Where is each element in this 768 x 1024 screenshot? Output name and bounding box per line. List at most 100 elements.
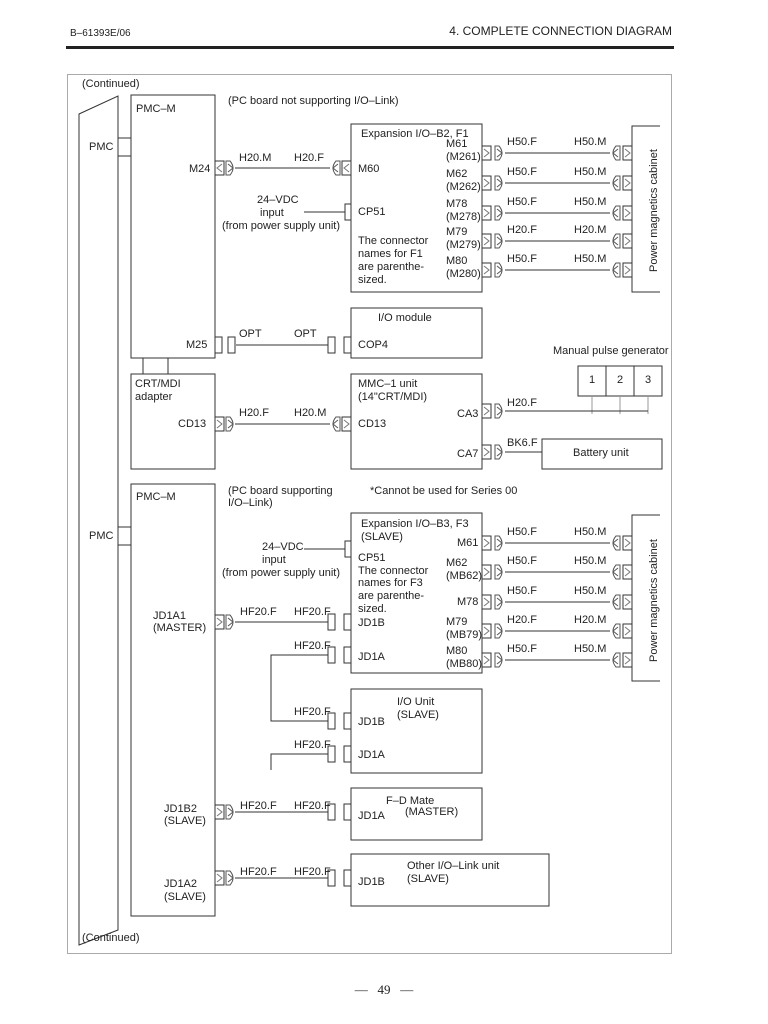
jd-receptacle-icon [214,614,225,630]
b2-port-alt: (M279) [446,239,481,251]
ca3-cable: H20.F [507,397,537,409]
cabinet-receptacle-icon-chevron [624,178,631,188]
other-unit-jd1b-label: JD1B [358,876,385,888]
b2-cable-left: H50.F [507,166,537,178]
other-unit-box [350,853,550,907]
cable-plug-icon [494,233,503,249]
pmc-m-box-bottom [130,483,216,917]
continued-top: (Continued) [82,78,140,90]
b3-cable-left: H50.F [507,555,537,567]
jd1a2-label-1: JD1A2 [164,878,198,890]
mmc-cd13-receptacle-icon [341,416,352,432]
b3-port-alt: (MB80) [446,658,483,670]
jd1a2-cable-right: HF20.F [294,866,331,878]
cabinet-receptacle-icon [622,652,633,668]
port-receptacle-icon [481,652,492,668]
jd-connector-icon [343,613,352,631]
mpg-cell-3: 3 [645,374,652,386]
document-id: B–61393E/06 [70,28,131,39]
b3-jd1a-cable: HF20.F [294,640,331,652]
cabinet-receptacle-icon [622,623,633,639]
b2-cable-right: H50.M [574,253,607,265]
ca7-plug-icon [494,444,503,460]
opt-left: OPT [239,328,262,340]
continued-bottom: (Continued) [82,932,140,944]
hf20-plug-icon [327,869,336,887]
opt-right: OPT [294,328,317,340]
b3-cable-left: H50.F [507,585,537,597]
mpg-cell-2: 2 [617,374,624,386]
cable-plug-icon [494,535,503,551]
crt-cd13-label: CD13 [178,418,207,430]
jd1b2-cable-left: HF20.F [240,800,277,812]
cop4-connector-icon [343,336,352,354]
port-receptacle-icon [481,205,492,221]
cop4-label: COP4 [358,339,388,351]
b3-cable-right: H20.M [574,614,607,626]
b3-cable-right: H50.M [574,555,607,567]
b3-port-name: M62 [446,557,468,569]
port-receptacle-icon [481,233,492,249]
b3-jd1b-label: JD1B [358,617,385,629]
pc-board-note-top: (PC board not supporting I/O–Link) [228,95,399,107]
b3-cable-left: H20.F [507,614,537,626]
io-unit-jd1b-cable: HF20.F [294,706,331,718]
jd1a1-cable-left: HF20.F [240,606,277,618]
m24-receptacle-icon [214,160,225,176]
f3-note-3: are parenthe- [358,590,425,602]
io-unit-box [350,688,483,774]
port-receptacle-icon-chevron [483,538,490,548]
crt-adapter-box [130,373,216,470]
b2-cable-left: H50.F [507,136,537,148]
cd13-receptacle-icon [214,416,225,432]
jd1a1-label-2: (MASTER) [153,622,207,634]
cabinet-receptacle-icon-chevron [624,236,631,246]
b3-port-name: M79 [446,616,468,628]
io-unit-jd1b-label: JD1B [358,716,385,728]
b3-port-name: M61 [457,537,479,549]
jd-receptacle-icon [214,804,225,820]
jd-connector-icon [343,869,352,887]
jd-connector-icon [343,803,352,821]
jd1b2-cable-right: HF20.F [294,800,331,812]
m60-label: M60 [358,163,380,175]
mpg-cell-1: 1 [589,374,596,386]
vdc-line-2-bottom: input [262,554,286,566]
f1-note-2: names for F1 [358,248,423,260]
m24-cable-right: H20.F [294,152,324,164]
b3-cable-left: H50.F [507,643,537,655]
cp51-label: CP51 [358,206,386,218]
jd-plug-icon [225,870,234,886]
b2-port-alt: (M280) [446,268,481,280]
jd-plug-icon [225,614,234,630]
port-receptacle-icon-chevron [483,148,490,158]
b2-cable-right: H50.M [574,166,607,178]
cd13-cable-left: H20.F [239,407,269,419]
page-number: — 49 — [0,982,768,998]
b3-cable-right: H50.M [574,643,607,655]
crt-adapter-line-1: CRT/MDI [135,378,181,390]
f1-note-1: The connector [358,235,429,247]
cd13-plug-icon [332,416,341,432]
io-unit-title-1: I/O Unit [397,696,435,708]
other-unit-title-1: Other I/O–Link unit [407,860,500,872]
port-receptacle-icon [481,623,492,639]
battery-label: Battery unit [573,447,629,459]
cabinet-receptacle-icon-chevron [624,597,631,607]
f3-note-1: The connector [358,565,429,577]
cabinet-receptacle-icon [622,145,633,161]
ca3-plug-icon [494,403,503,419]
ca3-receptacle-icon [481,403,492,419]
header-rule [66,46,674,49]
fd-mate-title-1: F–D Mate [386,795,435,807]
expansion-b2-title: Expansion I/O–B2, F1 [361,128,469,140]
jd-connector-icon [343,745,352,763]
ca7-receptacle-icon-chevron [483,447,490,457]
f1-note-3: are parenthe- [358,261,425,273]
cable-plug-icon [612,205,621,221]
expansion-b3-title-2: (SLAVE) [361,531,403,543]
cabinet-receptacle-icon [622,175,633,191]
page-dash-right: — [390,982,414,997]
port-receptacle-icon-chevron [483,208,490,218]
cable-plug-icon [612,535,621,551]
